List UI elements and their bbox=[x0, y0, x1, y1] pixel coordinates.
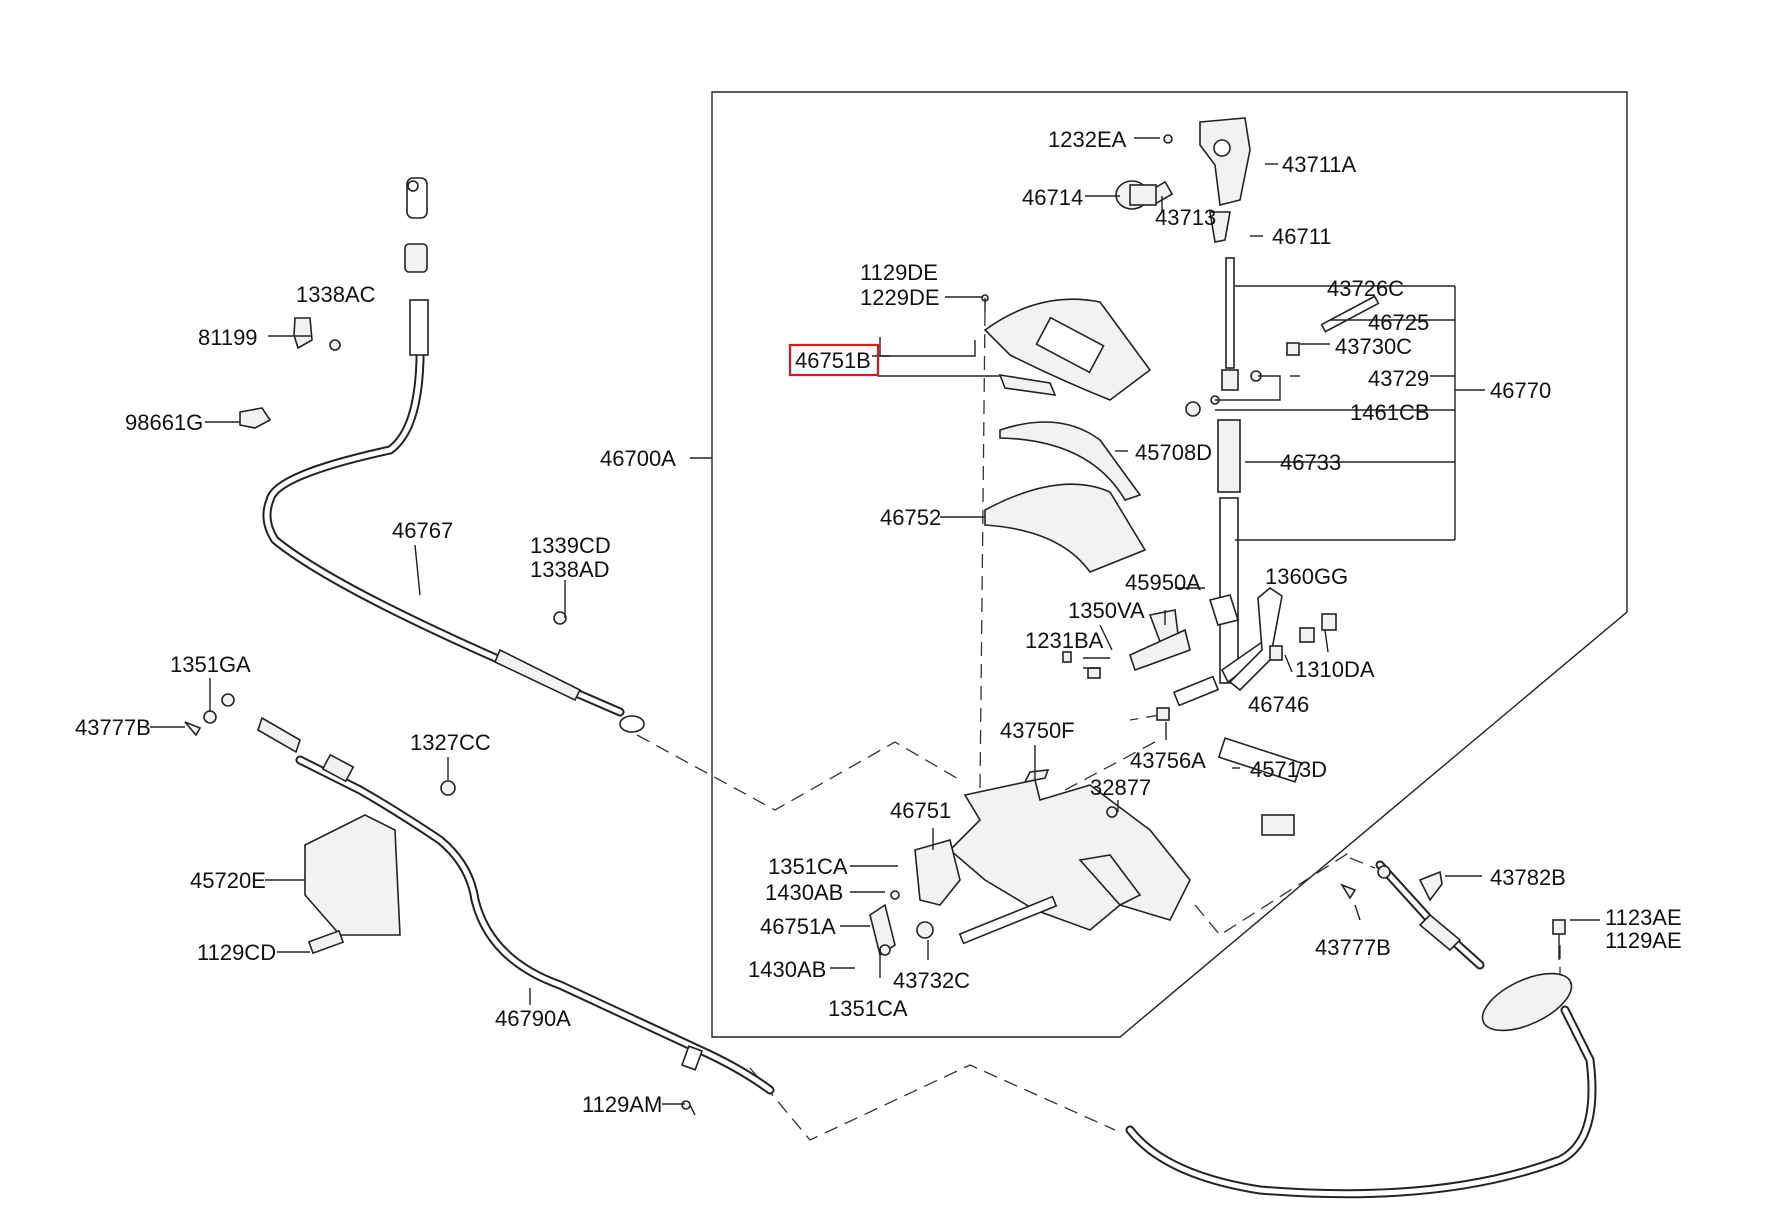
label-43756A[interactable]: 43756A bbox=[1130, 748, 1206, 773]
label-46790A[interactable]: 46790A bbox=[495, 1006, 571, 1031]
cable-46790A bbox=[257, 716, 775, 1095]
label-43750F[interactable]: 43750F bbox=[1000, 718, 1075, 743]
label-46733[interactable]: 46733 bbox=[1280, 450, 1341, 475]
label-46751A[interactable]: 46751A bbox=[760, 914, 836, 939]
label-45713D[interactable]: 45713D bbox=[1250, 757, 1327, 782]
base-bracket bbox=[869, 769, 1191, 957]
label-1351CA-top[interactable]: 1351CA bbox=[768, 854, 848, 879]
cable-right bbox=[1125, 860, 1597, 1199]
label-46700A[interactable]: 46700A bbox=[600, 446, 676, 471]
label-32877[interactable]: 32877 bbox=[1090, 775, 1151, 800]
cable-46767 bbox=[262, 177, 645, 733]
label-1123AE[interactable]: 1123AE bbox=[1605, 905, 1682, 930]
label-81199[interactable]: 81199 bbox=[198, 325, 258, 350]
label-1461CB[interactable]: 1461CB bbox=[1350, 400, 1430, 425]
label-46725[interactable]: 46725 bbox=[1368, 310, 1429, 335]
label-1360GG[interactable]: 1360GG bbox=[1265, 564, 1348, 589]
label-1229DE[interactable]: 1229DE bbox=[860, 285, 940, 310]
label-45950A[interactable]: 45950A bbox=[1125, 570, 1201, 595]
shift-knob-parts bbox=[1115, 117, 1251, 243]
label-1129AE[interactable]: 1129AE bbox=[1605, 928, 1682, 953]
label-43732C[interactable]: 43732C bbox=[893, 968, 970, 993]
label-46711[interactable]: 46711 bbox=[1272, 224, 1332, 249]
label-1310DA[interactable]: 1310DA bbox=[1295, 657, 1375, 682]
label-1327CC[interactable]: 1327CC bbox=[410, 730, 491, 755]
label-1430AB-top[interactable]: 1430AB bbox=[765, 880, 843, 905]
misc-parts bbox=[184, 317, 1566, 1116]
label-1129DE[interactable]: 1129DE bbox=[860, 260, 938, 285]
label-46751[interactable]: 46751 bbox=[890, 798, 951, 823]
label-43777B-left[interactable]: 43777B bbox=[75, 715, 151, 740]
label-46752[interactable]: 46752 bbox=[880, 505, 941, 530]
label-43711A[interactable]: 43711A bbox=[1282, 152, 1357, 177]
label-46746[interactable]: 46746 bbox=[1248, 692, 1309, 717]
leader-lines bbox=[150, 137, 1600, 1105]
label-1351GA[interactable]: 1351GA bbox=[170, 652, 251, 677]
label-1231BA[interactable]: 1231BA bbox=[1025, 628, 1104, 653]
label-43777B-right[interactable]: 43777B bbox=[1315, 935, 1391, 960]
label-1338AD[interactable]: 1338AD bbox=[530, 557, 610, 582]
label-43713[interactable]: 43713 bbox=[1155, 205, 1216, 230]
label-46751B[interactable]: 46751B bbox=[795, 348, 871, 373]
label-1430AB-bottom[interactable]: 1430AB bbox=[748, 957, 826, 982]
shift-rod-assembly bbox=[1156, 257, 1380, 721]
label-43730C[interactable]: 43730C bbox=[1335, 334, 1412, 359]
label-45708D[interactable]: 45708D bbox=[1135, 440, 1212, 465]
indicator-covers bbox=[981, 294, 1152, 573]
highlight-box-46751B bbox=[788, 343, 880, 377]
label-98661G[interactable]: 98661G bbox=[125, 410, 203, 435]
label-1232EA[interactable]: 1232EA bbox=[1048, 127, 1127, 152]
label-45720E[interactable]: 45720E bbox=[190, 868, 266, 893]
label-46714[interactable]: 46714 bbox=[1022, 185, 1083, 210]
label-46770[interactable]: 46770 bbox=[1490, 378, 1551, 403]
label-43782B[interactable]: 43782B bbox=[1490, 865, 1566, 890]
label-1129AM[interactable]: 1129AM bbox=[582, 1092, 662, 1117]
label-1350VA[interactable]: 1350VA bbox=[1068, 598, 1145, 623]
part-labels: 1232EA 43711A 46714 43713 46711 1129DE 1… bbox=[75, 127, 1682, 1117]
label-43726C[interactable]: 43726C bbox=[1327, 276, 1404, 301]
assembly-frame bbox=[711, 91, 1628, 1038]
label-46767[interactable]: 46767 bbox=[392, 518, 453, 543]
label-43729[interactable]: 43729 bbox=[1368, 366, 1429, 391]
label-1351CA-bottom[interactable]: 1351CA bbox=[828, 996, 908, 1021]
dashed-guides bbox=[636, 311, 1561, 1141]
label-1129CD[interactable]: 1129CD bbox=[197, 940, 276, 965]
label-1338AC[interactable]: 1338AC bbox=[296, 282, 376, 307]
label-1339CD[interactable]: 1339CD bbox=[530, 533, 611, 558]
